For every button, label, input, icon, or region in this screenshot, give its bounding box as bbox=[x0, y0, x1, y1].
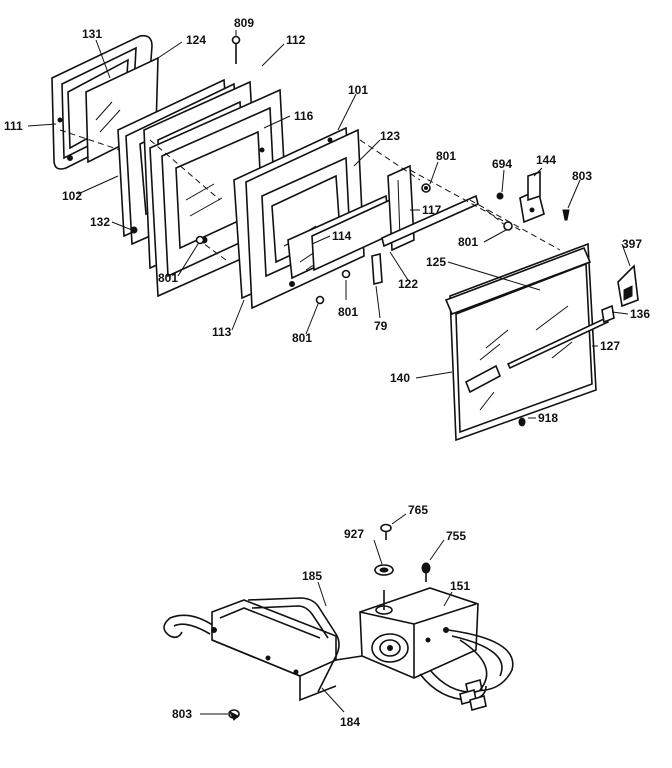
label-125: 125 bbox=[426, 255, 446, 269]
screw-918 bbox=[518, 417, 526, 427]
leader-lines bbox=[27, 30, 631, 715]
screw-801-right bbox=[503, 221, 513, 231]
label-144: 144 bbox=[536, 153, 556, 167]
screw-755 bbox=[421, 562, 431, 582]
screw-parts bbox=[195, 35, 570, 427]
screw-765 bbox=[380, 523, 392, 540]
label-116: 116 bbox=[294, 109, 314, 123]
label-801e: 801 bbox=[292, 331, 312, 345]
label-803a: 803 bbox=[572, 169, 592, 183]
label-140: 140 bbox=[390, 371, 410, 385]
label-136: 136 bbox=[630, 307, 650, 321]
label-127: 127 bbox=[600, 339, 620, 353]
screw-694 bbox=[496, 192, 504, 200]
label-185: 185 bbox=[302, 569, 322, 583]
label-184: 184 bbox=[340, 715, 360, 729]
label-801d: 801 bbox=[338, 305, 358, 319]
label-114: 114 bbox=[332, 229, 352, 243]
label-117: 117 bbox=[422, 203, 442, 217]
screw-801-left bbox=[195, 235, 205, 245]
hinge-bracket-part bbox=[519, 170, 545, 224]
door-lock-motor-assembly bbox=[163, 587, 514, 712]
lower-fasteners bbox=[228, 523, 431, 721]
label-79: 79 bbox=[374, 319, 388, 333]
label-113: 113 bbox=[212, 325, 232, 339]
latch-part bbox=[617, 264, 639, 308]
label-809: 809 bbox=[234, 16, 254, 30]
label-132: 132 bbox=[90, 215, 110, 229]
label-101: 101 bbox=[348, 83, 368, 97]
washer-927 bbox=[374, 564, 394, 576]
screw-801-upper bbox=[421, 183, 431, 193]
screw-801-bottom bbox=[315, 295, 325, 305]
label-397: 397 bbox=[622, 237, 642, 251]
label-801a: 801 bbox=[436, 149, 456, 163]
screw-803-upper bbox=[562, 209, 570, 221]
label-755: 755 bbox=[446, 529, 466, 543]
callout-labels: 131 124 809 112 111 116 101 123 801 694 … bbox=[4, 16, 650, 729]
label-111: 111 bbox=[4, 119, 23, 133]
label-765: 765 bbox=[408, 503, 428, 517]
small-bracket-part bbox=[371, 252, 383, 286]
label-918: 918 bbox=[538, 411, 558, 425]
label-801b: 801 bbox=[458, 235, 478, 249]
outer-door-part bbox=[444, 242, 610, 442]
screw-801-mid bbox=[341, 269, 351, 279]
handle-cap-part bbox=[601, 304, 615, 324]
label-801c: 801 bbox=[158, 271, 178, 285]
label-151: 151 bbox=[450, 579, 470, 593]
label-927: 927 bbox=[344, 527, 364, 541]
label-124: 124 bbox=[186, 33, 206, 47]
label-694: 694 bbox=[492, 157, 512, 171]
door-strip-part bbox=[381, 194, 479, 248]
screw-809 bbox=[231, 35, 241, 64]
label-123: 123 bbox=[380, 129, 400, 143]
label-803b: 803 bbox=[172, 707, 192, 721]
label-131: 131 bbox=[82, 27, 102, 41]
label-122: 122 bbox=[398, 277, 418, 291]
label-112: 112 bbox=[286, 33, 306, 47]
label-102: 102 bbox=[62, 189, 82, 203]
screw-803-lower bbox=[228, 709, 240, 721]
